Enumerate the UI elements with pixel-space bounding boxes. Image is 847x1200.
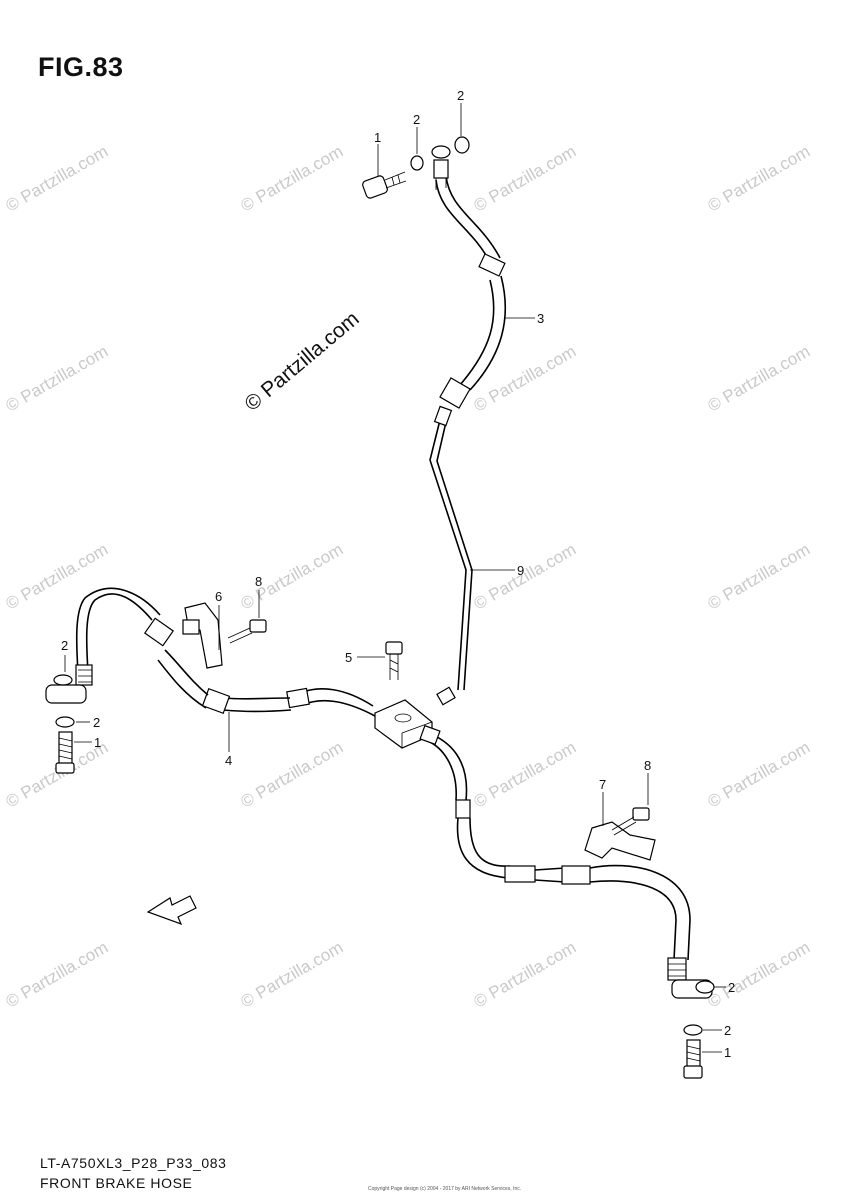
callout-6: 6: [215, 589, 222, 604]
callout-1: 1: [94, 735, 101, 750]
figure-title: FIG.83: [38, 52, 124, 82]
copyright-note: Copyright Page design (c) 2004 - 2017 by…: [368, 1186, 522, 1192]
leader-lines: [64, 103, 726, 1053]
bracket-right: [584, 807, 656, 861]
callout-labels: 1 2 2 3 9 8 6 5 2 2 1 4 8 7 2 2 1: [61, 88, 735, 1060]
watermark-layer: © Partzilla.com © Partzilla.com © Partzi…: [3, 142, 814, 1012]
watermark: © Partzilla.com: [238, 142, 347, 216]
callout-8: 8: [644, 758, 651, 773]
callout-2: 2: [93, 715, 100, 730]
callout-1: 1: [374, 130, 381, 145]
watermark: © Partzilla.com: [471, 342, 580, 416]
callout-7: 7: [599, 777, 606, 792]
watermark: © Partzilla.com: [705, 938, 814, 1012]
watermark: © Partzilla.com: [3, 540, 112, 614]
watermark: © Partzilla.com: [705, 342, 814, 416]
callout-3: 3: [537, 311, 544, 326]
watermark: © Partzilla.com: [3, 938, 112, 1012]
watermark: © Partzilla.com: [238, 540, 347, 614]
watermark: © Partzilla.com: [238, 938, 347, 1012]
upper-brake-hose: [431, 145, 507, 409]
watermark: © Partzilla.com: [705, 738, 814, 812]
fwd-arrow: FWD: [146, 895, 197, 926]
callout-2: 2: [724, 1023, 731, 1038]
watermark: © Partzilla.com: [471, 938, 580, 1012]
right-brake-hose: [419, 724, 715, 1079]
watermark: © Partzilla.com: [471, 142, 580, 216]
callout-2: 2: [728, 980, 735, 995]
callout-5: 5: [345, 650, 352, 665]
watermark: © Partzilla.com: [471, 738, 580, 812]
callout-8: 8: [255, 574, 262, 589]
watermark-large: © Partzilla.com: [240, 307, 363, 416]
callout-1: 1: [724, 1045, 731, 1060]
callout-2: 2: [457, 88, 464, 103]
watermark: © Partzilla.com: [705, 540, 814, 614]
watermark: © Partzilla.com: [471, 540, 580, 614]
callout-2: 2: [61, 638, 68, 653]
diagram-code: LT-A750XL3_P28_P33_083: [40, 1155, 227, 1171]
bracket-left: [182, 602, 267, 669]
upper-banjo-fittings: [362, 136, 470, 199]
left-brake-hose: [45, 587, 376, 774]
callout-2: 2: [413, 112, 420, 127]
brake-pipe: [429, 405, 473, 706]
watermark: © Partzilla.com: [705, 142, 814, 216]
diagram-caption: FRONT BRAKE HOSE: [40, 1175, 193, 1191]
callout-4: 4: [225, 753, 232, 768]
watermark: © Partzilla.com: [3, 342, 112, 416]
callout-9: 9: [517, 563, 524, 578]
watermark: © Partzilla.com: [238, 738, 347, 812]
watermark: © Partzilla.com: [3, 142, 112, 216]
